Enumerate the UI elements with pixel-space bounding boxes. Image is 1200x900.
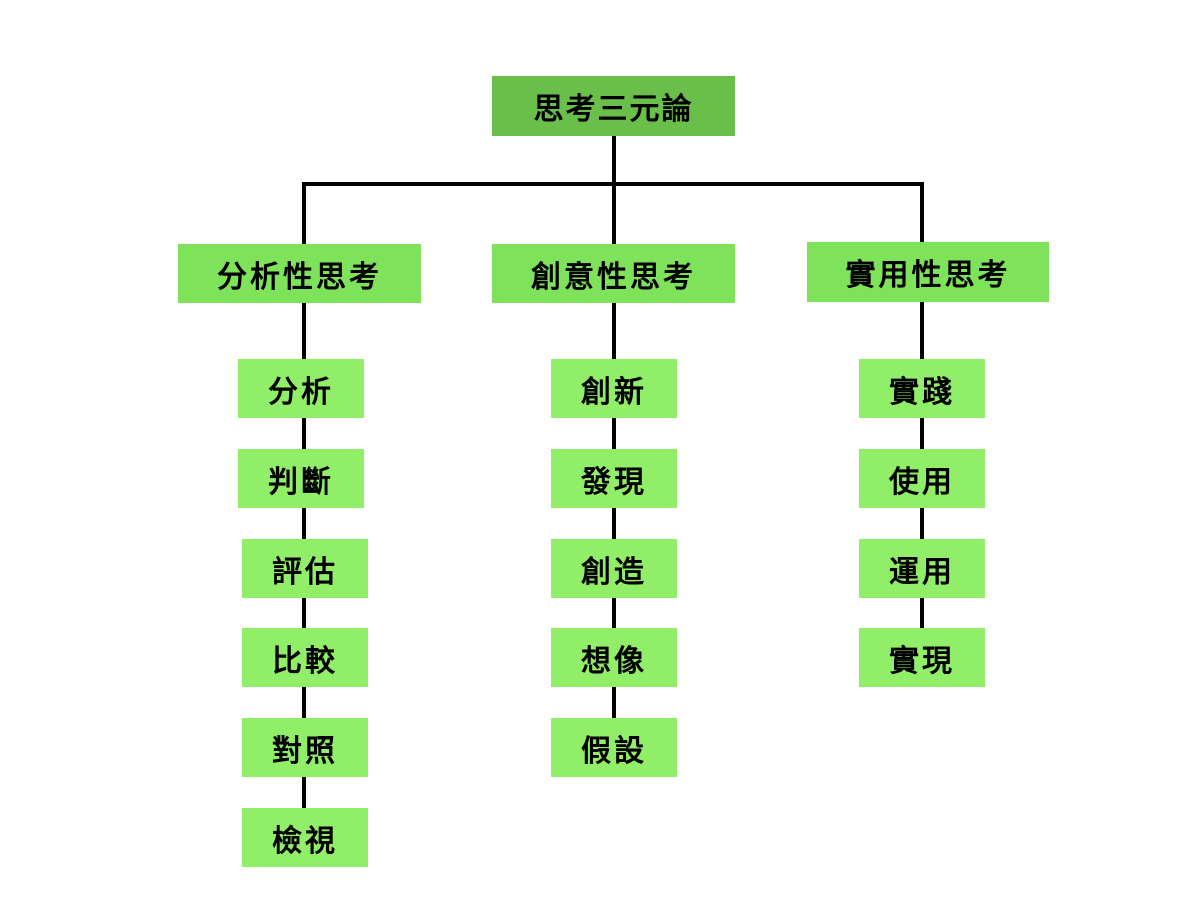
leaf-node: 分析 [238,359,364,418]
leaf-node: 比較 [242,628,368,687]
branch-drop-line-creative [612,182,616,246]
leaf-node: 發現 [551,449,677,508]
column-line-creative [612,302,616,718]
leaf-node: 創新 [551,359,677,418]
root-stem-line [612,136,616,186]
category-node-analytical: 分析性思考 [178,244,421,303]
leaf-node: 評估 [242,539,368,598]
category-node-practical: 實用性思考 [807,242,1049,302]
leaf-node: 假設 [551,718,677,777]
category-node-creative: 創意性思考 [492,244,735,303]
leaf-node: 實踐 [859,359,985,418]
root-node: 思考三元論 [492,76,735,136]
leaf-node: 運用 [859,539,985,598]
leaf-node: 檢視 [242,808,368,867]
branch-drop-line-analytical [302,182,306,246]
branch-drop-line-practical [920,182,924,246]
leaf-node: 使用 [859,449,985,508]
leaf-node: 實現 [859,628,985,687]
leaf-node: 對照 [242,718,368,777]
leaf-node: 想像 [551,628,677,687]
leaf-node: 判斷 [238,449,364,508]
leaf-node: 創造 [551,539,677,598]
